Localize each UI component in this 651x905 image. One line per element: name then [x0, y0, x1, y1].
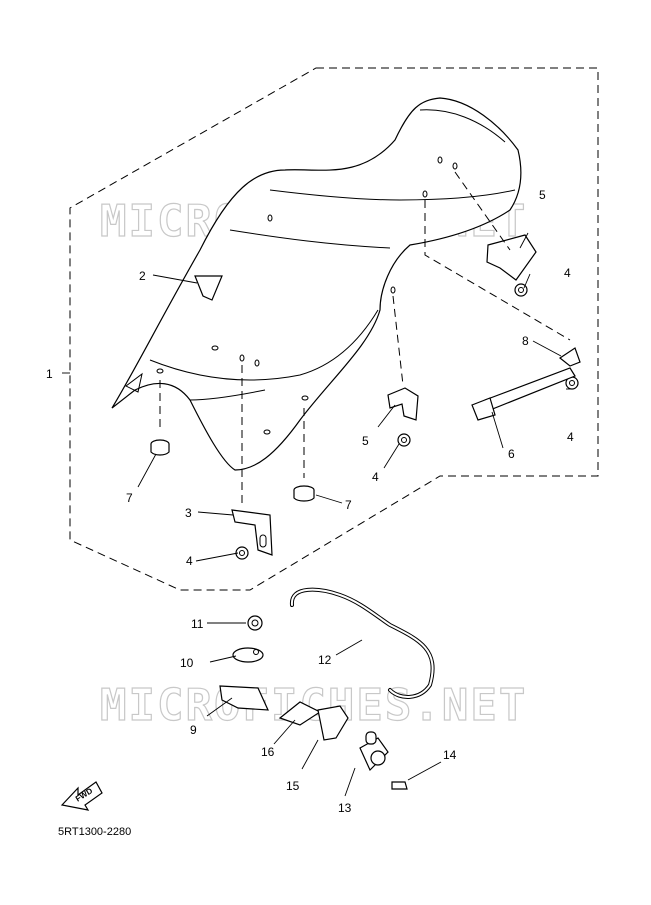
- leader-lines: [62, 232, 572, 797]
- bracket-part-3: [231, 509, 273, 556]
- bracket-part-5-mid: [387, 387, 419, 421]
- callout-3: 3: [185, 506, 192, 520]
- callout-11: 11: [191, 617, 204, 631]
- assembly-boundary: [69, 67, 599, 591]
- washer-part-10: [232, 647, 264, 663]
- callout-1: 1: [46, 367, 53, 381]
- callout-labels: 1 2 3 4 4 4 4 5 5 6 7 7 8 9 10 11 12 13 …: [46, 188, 574, 815]
- bracket-part-5-rear: [486, 234, 537, 281]
- assembly-guides: [159, 171, 571, 505]
- callout-4-rear: 4: [564, 266, 571, 280]
- callout-9: 9: [190, 723, 197, 737]
- seat-tab-part-2: [194, 275, 223, 301]
- grommet-part-7-left: [150, 439, 170, 456]
- callout-10: 10: [180, 656, 194, 670]
- bracket-part-8: [558, 347, 581, 367]
- bracket-part-15: [317, 705, 349, 741]
- callout-4-mid: 4: [372, 470, 379, 484]
- callout-12: 12: [318, 653, 332, 667]
- callout-8: 8: [522, 334, 529, 348]
- fwd-arrow-icon: FWD: [60, 781, 103, 811]
- callout-14: 14: [443, 748, 457, 762]
- callout-7-right: 7: [345, 498, 352, 512]
- callout-5-mid: 5: [362, 434, 369, 448]
- grommet-part-7-right: [293, 485, 315, 502]
- callout-5-rear: 5: [539, 188, 546, 202]
- screw-part-14: [391, 781, 408, 790]
- callout-6: 6: [508, 447, 515, 461]
- diagram-code: 5RT1300-2280: [58, 826, 131, 838]
- callout-13: 13: [338, 801, 352, 815]
- nut-part-11: [247, 615, 263, 631]
- bracket-part-9: [219, 685, 269, 711]
- callout-2: 2: [139, 269, 146, 283]
- callout-4-front: 4: [186, 554, 193, 568]
- callout-4-strap: 4: [567, 430, 574, 444]
- nut-part-4-mid: [397, 433, 411, 447]
- callout-15: 15: [286, 779, 300, 793]
- callout-7-left: 7: [126, 491, 133, 505]
- seat-strap-part-6: [471, 367, 576, 421]
- watermark-bottom: MICROFICHES.NET: [100, 680, 527, 731]
- callout-16: 16: [261, 745, 275, 759]
- seat-lock-part-13: [359, 731, 389, 772]
- seat: [111, 97, 522, 471]
